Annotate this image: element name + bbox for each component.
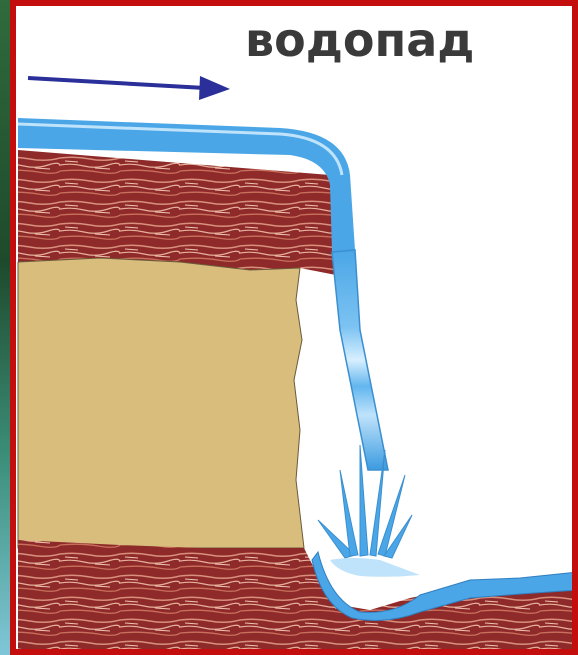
diagram-title: водопад — [245, 13, 474, 67]
sand-layer — [18, 258, 304, 548]
